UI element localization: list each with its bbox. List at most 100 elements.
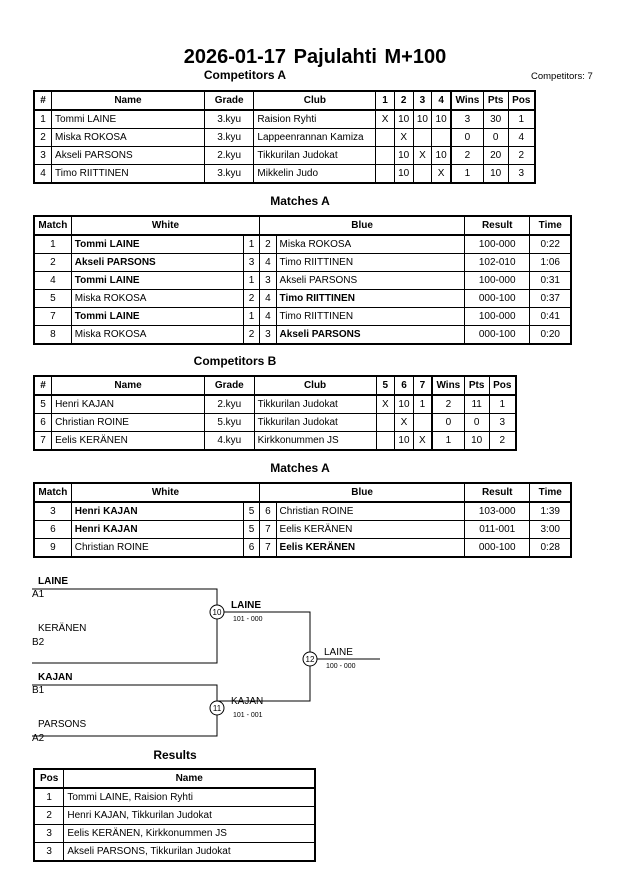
column-header: Name: [51, 90, 205, 111]
table-cell: [375, 413, 396, 432]
table-cell: Miska ROKOSA: [51, 128, 205, 147]
blue-number: 2: [259, 234, 277, 254]
table-cell: 1: [412, 394, 433, 414]
column-header: 1: [375, 90, 395, 111]
match-number: 5: [33, 289, 72, 308]
table-cell: 6: [33, 413, 53, 432]
match-number: 6: [33, 520, 72, 539]
column-header: #: [33, 375, 53, 396]
column-header: Result: [463, 215, 531, 236]
bracket-line: [217, 611, 311, 702]
table-cell: 1: [33, 109, 53, 129]
bracket-slot-name: LAINE: [38, 576, 68, 587]
table-cell: X: [375, 394, 396, 414]
table-cell: 10: [393, 146, 414, 165]
table-cell: X: [394, 413, 414, 432]
blue-number: 4: [259, 289, 277, 308]
column-header: White: [70, 482, 261, 503]
blue-competitor: Timo RIITTINEN: [275, 289, 465, 308]
table-cell: X: [393, 128, 414, 147]
result-position: 3: [33, 824, 65, 843]
column-header: Blue: [259, 215, 465, 236]
semi2-score: 101 - 001: [233, 712, 263, 719]
match-result: 011-001: [463, 520, 531, 539]
table-cell: 10: [482, 164, 509, 184]
column-header: 5: [375, 375, 396, 396]
match-time: 0:41: [529, 307, 572, 326]
column-header: Pts: [463, 375, 490, 396]
blue-competitor: Akseli PARSONS: [275, 271, 465, 290]
result-name: Akseli PARSONS, Tikkurilan Judokat: [63, 842, 316, 862]
match-result: 100-000: [463, 307, 531, 326]
match-circle: [209, 604, 225, 620]
column-header: Result: [463, 482, 531, 503]
match-time: 1:06: [529, 253, 572, 272]
column-header: Time: [529, 215, 572, 236]
table-cell: 1: [488, 394, 517, 414]
column-header: 3: [412, 90, 433, 111]
column-header: Time: [529, 482, 572, 503]
column-header: Blue: [259, 482, 465, 503]
table-cell: 0: [482, 128, 509, 147]
table-cell: 1: [430, 431, 465, 451]
white-competitor: Tommi LAINE: [70, 307, 244, 326]
white-competitor: Henri KAJAN: [70, 520, 244, 539]
competitors-b-heading: Competitors B: [193, 354, 277, 368]
column-header: 2: [393, 90, 414, 111]
table-cell: 3: [507, 164, 536, 184]
table-cell: 2: [507, 146, 536, 165]
table-cell: 10: [393, 164, 414, 184]
match-result: 000-100: [463, 289, 531, 308]
table-cell: [412, 164, 433, 184]
table-cell: Tikkurilan Judokat: [253, 146, 377, 165]
competitors-count: Competitors: 7: [531, 71, 593, 82]
column-header: White: [70, 215, 261, 236]
blue-competitor: Eelis KERÄNEN: [275, 520, 465, 539]
match-time: 3:00: [529, 520, 572, 539]
table-cell: [375, 431, 396, 451]
column-header: Pos: [507, 90, 536, 111]
competitors-a-heading: Competitors A: [203, 68, 287, 82]
table-cell: 20: [482, 146, 509, 165]
table-cell: 3: [449, 109, 484, 129]
column-header: 7: [412, 375, 433, 396]
table-cell: 10: [431, 146, 452, 165]
blue-number: 7: [259, 538, 277, 558]
white-number: 1: [242, 234, 261, 254]
result-name: Henri KAJAN, Tikkurilan Judokat: [63, 806, 316, 825]
blue-competitor: Timo RIITTINEN: [275, 307, 465, 326]
bracket-slot-name: PARSONS: [38, 719, 86, 730]
competitors-a-header: # Name Grade Club 1 2 3 4 Wins Pts Pos: [33, 90, 536, 111]
result-name: Tommi LAINE, Raision Ryhti: [63, 787, 316, 807]
table-cell: 10: [393, 109, 414, 129]
match-number: 7: [33, 307, 72, 326]
table-cell: [375, 164, 395, 184]
white-competitor: Christian ROINE: [70, 538, 244, 558]
match-number: 11: [213, 704, 222, 713]
white-number: 1: [242, 307, 261, 326]
match-result: 102-010: [463, 253, 531, 272]
column-header: Club: [253, 375, 377, 396]
match-number: 9: [33, 538, 72, 558]
table-cell: 10: [394, 394, 414, 414]
column-header: Pos: [488, 375, 517, 396]
table-cell: 10: [463, 431, 490, 451]
blue-competitor: Eelis KERÄNEN: [275, 538, 465, 558]
blue-competitor: Akseli PARSONS: [275, 325, 465, 345]
semi1-winner: LAINE: [231, 600, 261, 611]
table-cell: Kirkkonummen JS: [253, 431, 377, 451]
match-time: 0:37: [529, 289, 572, 308]
